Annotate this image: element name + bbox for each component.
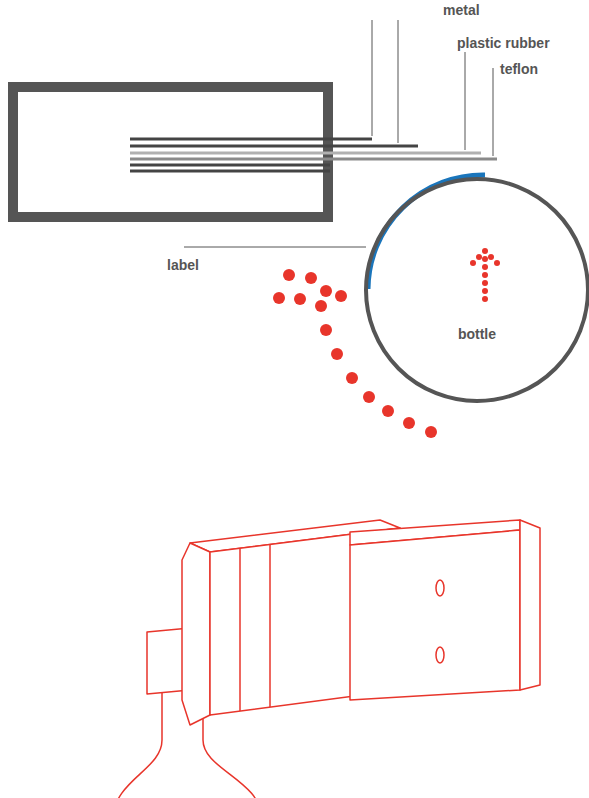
part-label: plastic rubber <box>456 36 551 51</box>
motion-dots <box>273 269 437 438</box>
applicator-drawing <box>147 520 540 725</box>
circle-outline <box>363 176 589 404</box>
part-label: label <box>166 258 200 273</box>
bottle-circle: bottle <box>363 176 589 404</box>
direction-arrow <box>470 248 500 302</box>
node-text: bottle <box>363 326 589 342</box>
leader-lines <box>184 20 493 247</box>
layer-strips <box>130 139 497 171</box>
part-label: metal <box>442 3 481 18</box>
part-label: teflon <box>499 62 539 77</box>
